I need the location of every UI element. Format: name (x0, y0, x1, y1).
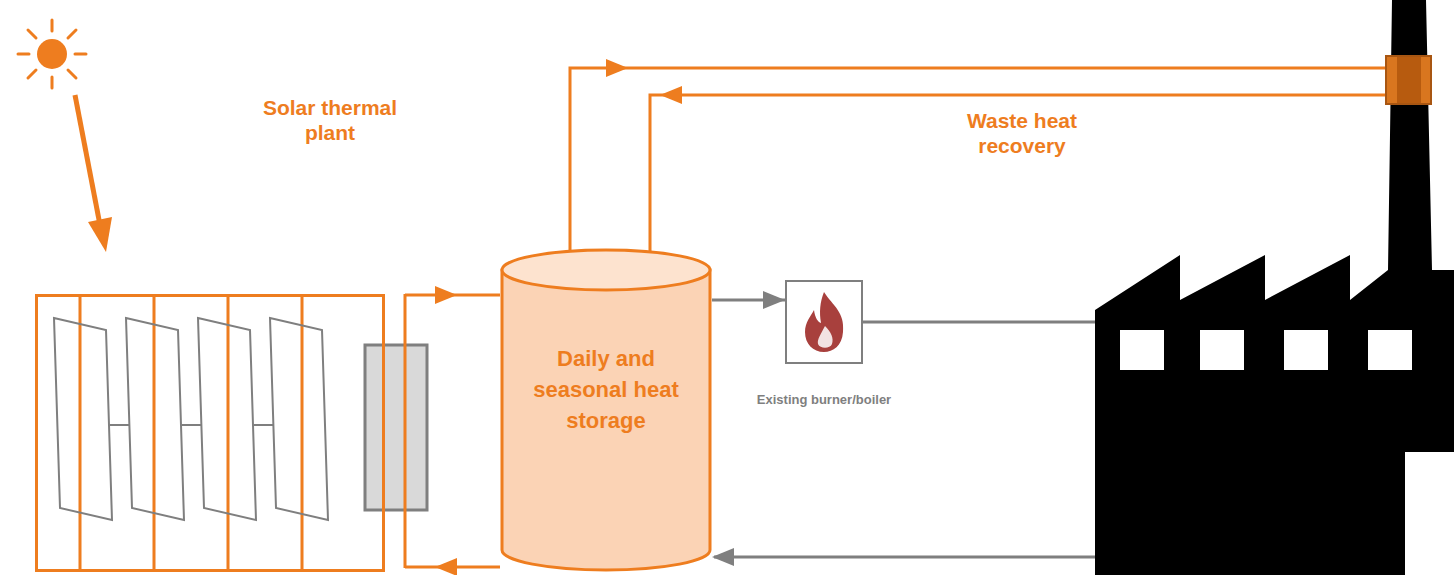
solar-collectors (54, 295, 427, 570)
process-pipes (712, 322, 1097, 566)
arrowhead (763, 291, 785, 309)
cylinder-top (502, 250, 710, 290)
factory-icon (1095, 0, 1454, 575)
storage-label: Daily and seasonal heat storage (520, 343, 692, 436)
exchanger-core (1397, 57, 1421, 103)
arrowhead (435, 558, 457, 575)
waste-heat-label: Waste heat recovery (947, 108, 1097, 158)
boiler-label: Existing burner/boiler (735, 392, 913, 408)
pipe-connector (405, 286, 500, 304)
waste-heat-exchanger: Waste heat recovery (1385, 55, 1432, 105)
boiler: Existing burner/boiler (735, 280, 913, 415)
pipe-connector (405, 558, 500, 575)
arrowhead (435, 286, 457, 304)
solar-loop-pipe (404, 294, 407, 568)
plant-heading: Solar thermal plant (260, 95, 400, 145)
flame-icon (787, 282, 861, 362)
pipe-line (570, 68, 1385, 252)
arrowhead (660, 86, 682, 104)
solar-plant: Solar thermal plant (35, 95, 385, 572)
pipe-connector (570, 59, 1385, 252)
pipe-line (650, 95, 1385, 252)
pipe-connector (650, 86, 1385, 252)
cylinder-body (502, 270, 710, 570)
storage-tank: Daily and seasonal heat storage (500, 248, 712, 572)
boiler-box (785, 280, 863, 364)
sunlight-arrow (75, 95, 112, 252)
sun-icon (18, 20, 86, 88)
collector-frame (35, 294, 385, 572)
arrowhead (606, 59, 628, 77)
pipe-connector (712, 291, 785, 309)
